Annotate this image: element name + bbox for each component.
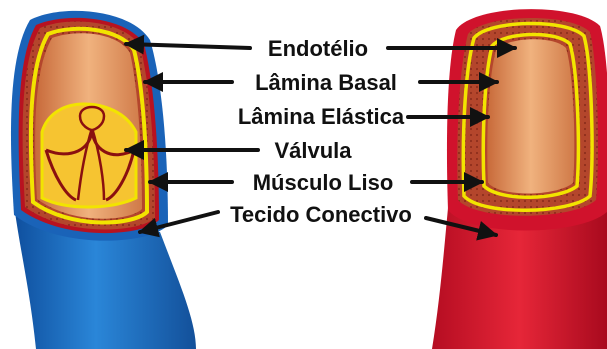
vein (11, 11, 196, 349)
label-endotelio: Endotélio (268, 36, 368, 61)
label-musculo-liso: Músculo Liso (253, 170, 394, 195)
labels: Endotélio Lâmina Basal Lâmina Elástica V… (230, 36, 412, 227)
artery (432, 9, 607, 349)
label-lamina-elastica: Lâmina Elástica (238, 104, 405, 129)
label-valvula: Válvula (274, 138, 352, 163)
vein-valve (42, 104, 136, 207)
label-lamina-basal: Lâmina Basal (255, 70, 397, 95)
artery-lumen (487, 39, 574, 193)
label-tecido-conectivo: Tecido Conectivo (230, 202, 412, 227)
